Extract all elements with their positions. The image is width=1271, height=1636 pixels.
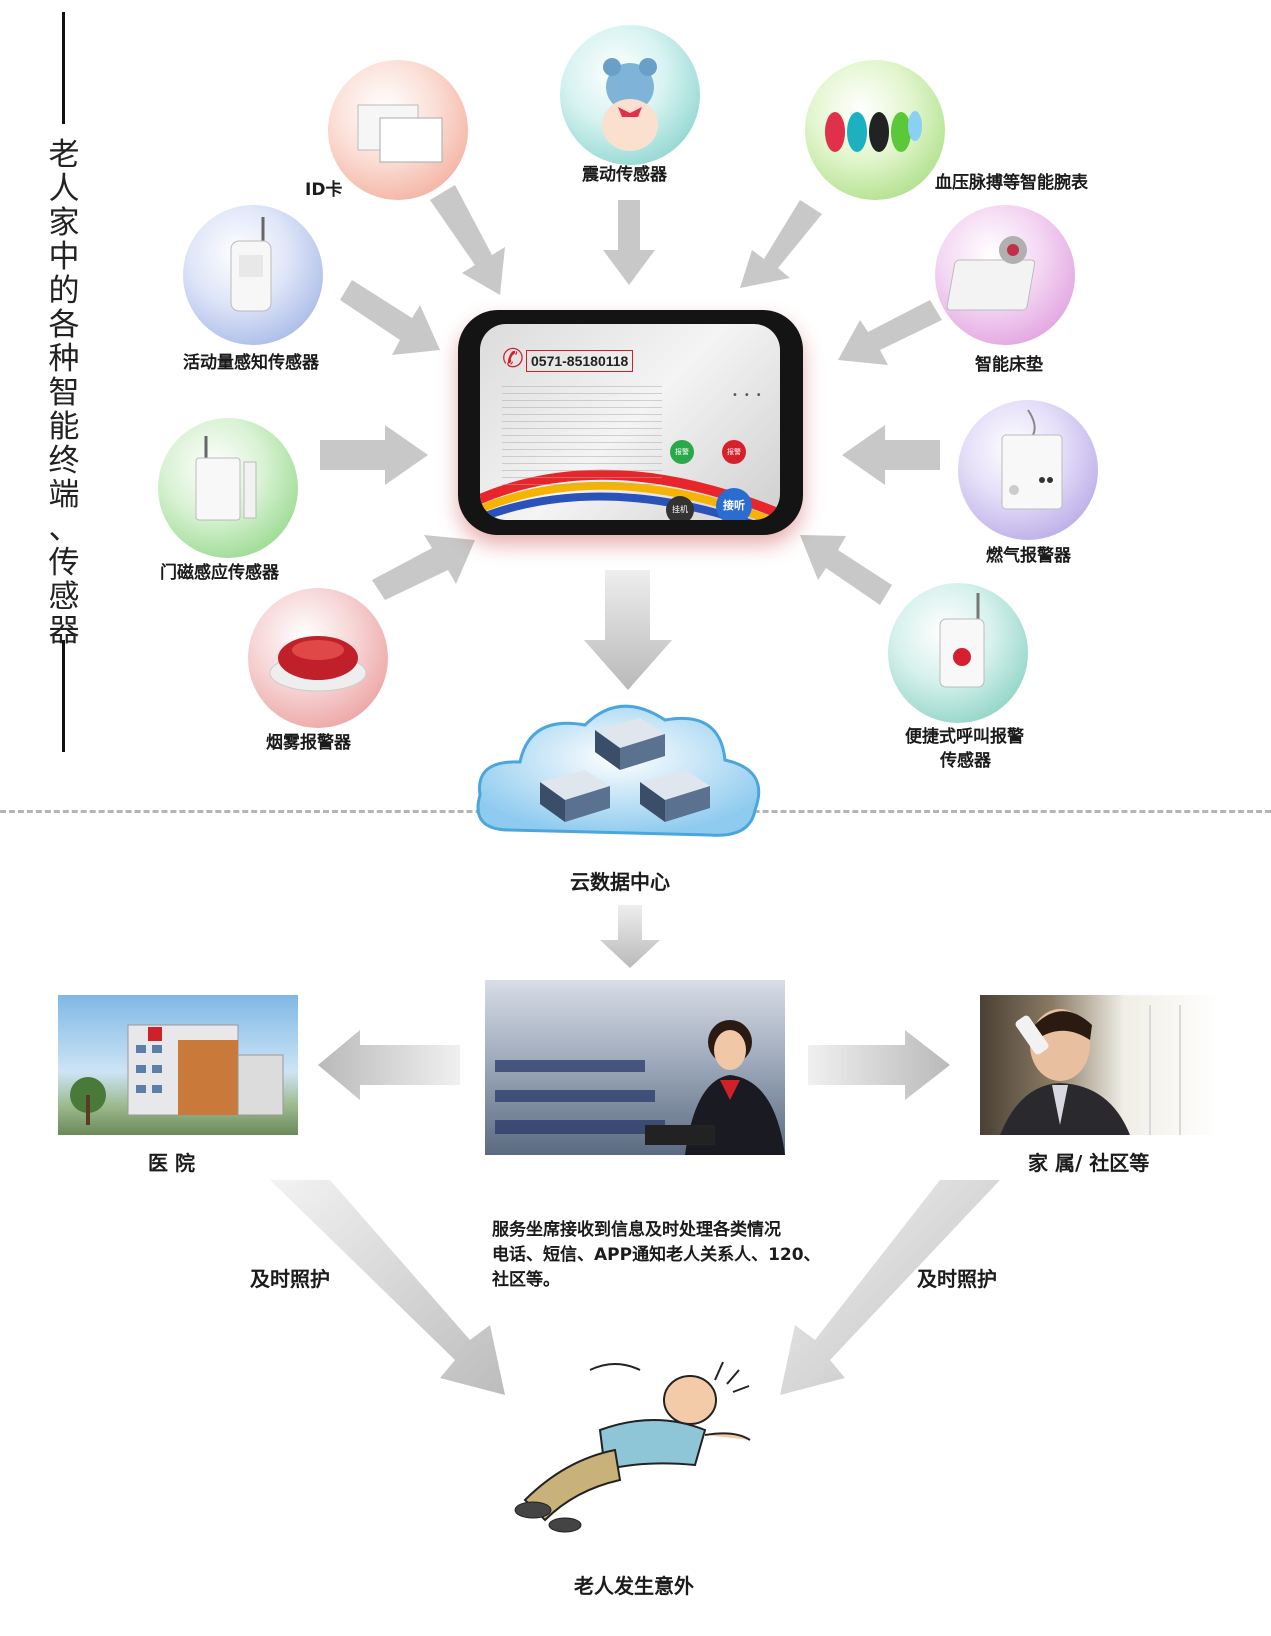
device-phone: 0571-85180118 <box>526 350 634 372</box>
mattress-icon <box>946 236 1036 311</box>
side-title-char: 种 <box>48 341 80 377</box>
wristband-icon <box>825 111 922 152</box>
gas-sensor <box>958 400 1098 540</box>
side-title-char: 传 <box>48 545 80 581</box>
family-label: 家 属/ 社区等 <box>1028 1151 1150 1175</box>
title-bottom-line <box>62 640 65 752</box>
side-title-char: 智 <box>48 375 80 411</box>
call-center-image <box>485 980 785 1155</box>
side-title-char: 、 <box>48 511 80 547</box>
bear-icon <box>602 58 658 151</box>
family-image <box>980 995 1220 1135</box>
side-title: 老人家中的各种智能终端、传感器 <box>44 138 84 648</box>
elder-label: 老人发生意外 <box>574 1574 694 1598</box>
id-card-label: ID卡 <box>305 180 343 200</box>
side-title-char: 的 <box>48 273 80 309</box>
gas-alarm-icon <box>1001 409 1063 510</box>
arrow-motion <box>340 280 440 355</box>
hospital-image <box>58 995 298 1135</box>
smoke-alarm-icon <box>269 636 367 692</box>
green-button[interactable]: 报警 <box>670 440 694 464</box>
side-title-char: 能 <box>48 409 80 445</box>
id-card-sensor <box>328 60 468 200</box>
watch-sensor <box>805 60 945 200</box>
man-on-phone-icon <box>1000 1005 1181 1135</box>
timely-care-right: 及时照护 <box>917 1267 997 1291</box>
server-cluster-3 <box>640 770 710 822</box>
arrow-vibration <box>603 200 655 285</box>
vibration-label: 震动传感器 <box>582 165 667 185</box>
arrow-mattress <box>838 300 942 365</box>
call-sensor <box>888 583 1028 723</box>
arrow-watch <box>740 200 822 288</box>
watch-label: 血压脉搏等智能腕表 <box>935 173 1088 193</box>
door-label: 门磁感应传感器 <box>160 563 279 583</box>
service-line-2: 电话、短信、APP通知老人关系人、120、 <box>492 1245 821 1265</box>
hospital-building-icon <box>70 1024 284 1125</box>
arrow-smoke <box>372 535 475 600</box>
arrow-device-to-cloud <box>584 570 672 690</box>
hospital-label: 医 院 <box>148 1151 195 1175</box>
motion-label: 活动量感知传感器 <box>183 353 319 373</box>
call-center-icon <box>495 1020 785 1155</box>
central-alarm-device: ✆ 0571-85180118 ••• 报警 报警 挂机 接听 <box>458 310 803 535</box>
red-button[interactable]: 报警 <box>722 440 746 464</box>
motion-sensor <box>183 205 323 345</box>
service-line-1: 服务坐席接收到信息及时处理各类情况 <box>492 1220 781 1240</box>
hangup-button[interactable]: 挂机 <box>666 496 694 520</box>
cloud-icon <box>476 704 761 837</box>
door-magnet-icon <box>195 436 257 521</box>
call-label-2: 传感器 <box>940 751 991 771</box>
side-title-char: 家 <box>48 205 80 241</box>
timely-care-left: 及时照护 <box>250 1267 330 1291</box>
gas-label: 燃气报警器 <box>986 546 1071 566</box>
fallen-elder-illustration <box>514 1361 751 1533</box>
mattress-label: 智能床垫 <box>975 355 1043 375</box>
service-line-3: 社区等。 <box>492 1270 560 1290</box>
device-instructions <box>502 386 662 486</box>
arrow-door <box>320 425 428 485</box>
server-cluster-1 <box>595 718 665 770</box>
device-panel: ✆ 0571-85180118 ••• 报警 报警 挂机 接听 <box>480 324 780 520</box>
smoke-sensor <box>248 588 388 728</box>
arrow-hospital-to-elder <box>270 1180 505 1395</box>
arrow-call <box>800 535 892 605</box>
pir-sensor-icon <box>230 217 272 312</box>
id-card-icon <box>357 104 443 163</box>
arrow-to-family <box>808 1030 950 1100</box>
arrow-gas <box>842 425 940 485</box>
smoke-label: 烟雾报警器 <box>266 733 351 753</box>
call-button-icon <box>939 593 985 688</box>
vibration-sensor <box>560 25 700 165</box>
arrow-cloud-to-center <box>600 905 660 968</box>
side-title-char: 端 <box>48 477 80 513</box>
door-sensor <box>158 418 298 558</box>
speaker-dots: ••• <box>732 390 768 401</box>
mattress-sensor <box>935 205 1075 345</box>
cloud-label: 云数据中心 <box>570 870 670 894</box>
arrow-family-to-elder <box>780 1180 1000 1395</box>
server-cluster-2 <box>540 770 610 822</box>
side-title-char: 人 <box>48 171 80 207</box>
service-description: 服务坐席接收到信息及时处理各类情况 电话、短信、APP通知老人关系人、120、 … <box>492 1218 872 1293</box>
call-label-1: 便捷式呼叫报警 <box>905 727 1024 747</box>
arrow-to-hospital <box>318 1030 460 1100</box>
title-top-line <box>62 12 65 124</box>
side-title-char: 终 <box>48 443 80 479</box>
side-title-char: 老 <box>48 137 80 173</box>
side-title-char: 各 <box>48 307 80 343</box>
side-title-char: 中 <box>48 239 80 275</box>
phone-icon: ✆ <box>502 344 524 374</box>
arrow-id-card <box>430 185 505 295</box>
answer-button[interactable]: 接听 <box>716 488 752 520</box>
side-title-char: 感 <box>48 579 80 615</box>
